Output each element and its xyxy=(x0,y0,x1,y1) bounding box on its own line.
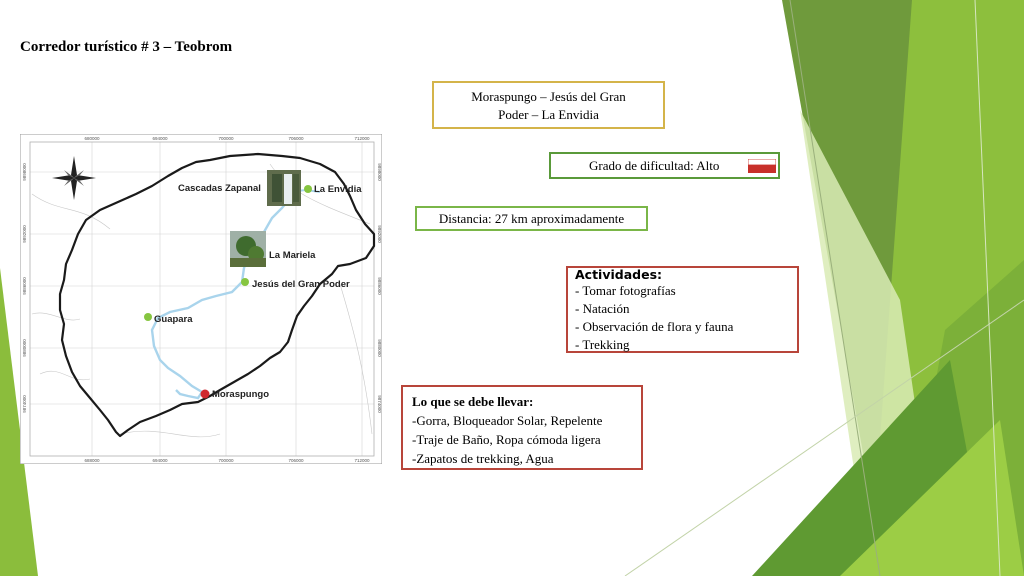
left-ticks: 9898000 9892000 9886000 9880000 9874000 xyxy=(22,163,27,413)
left-tick: 9892000 xyxy=(22,225,27,243)
label-envidia: La Envidia xyxy=(314,184,362,195)
label-guapara: Guapara xyxy=(154,314,193,325)
map-inner-frame xyxy=(29,141,375,457)
activity-item: - Trekking xyxy=(575,337,630,352)
carry-item: -Zapatos de trekking, Agua xyxy=(412,451,554,466)
slide-title: Corredor turístico # 3 – Teobrom xyxy=(20,39,233,55)
right-tick: 9886000 xyxy=(377,277,382,295)
top-tick: 680000 xyxy=(84,136,100,141)
bottom-tick: 694000 xyxy=(152,458,168,463)
right-tick: 9892000 xyxy=(377,225,382,243)
mariela-photo xyxy=(230,231,266,267)
top-tick: 706000 xyxy=(288,136,304,141)
label-jesus: Jesús del Gran Poder xyxy=(252,279,350,290)
thin-line-3 xyxy=(974,0,1001,576)
route-box: Moraspungo – Jesús del Gran Poder – La E… xyxy=(432,81,665,129)
label-cascadas: Cascadas Zapanal xyxy=(178,183,261,194)
distance-box: Distancia: 27 km aproximadamente xyxy=(415,206,648,231)
point-moraspungo xyxy=(200,389,210,399)
label-moraspungo: Moraspungo xyxy=(212,389,269,400)
label-mariela: La Mariela xyxy=(269,250,316,261)
bottom-tick: 688000 xyxy=(84,458,100,463)
carry-heading: Lo que se debe llevar: xyxy=(412,394,534,409)
left-tick: 9880000 xyxy=(22,339,27,357)
route-line-1: Moraspungo – Jesús del Gran xyxy=(471,89,626,104)
cascadas-photo xyxy=(267,170,301,206)
route-map: Cascadas Zapanal La Envidia La Mariela J… xyxy=(20,134,382,464)
point-envidia xyxy=(304,185,312,193)
difficulty-text: Grado de dificultad: Alto xyxy=(589,158,720,173)
right-tick: 9880000 xyxy=(377,339,382,357)
thin-line-2 xyxy=(624,299,1024,576)
bottom-tick: 706000 xyxy=(288,458,304,463)
point-jesus xyxy=(241,278,249,286)
left-tick: 9886000 xyxy=(22,277,27,295)
bottom-tick: 712000 xyxy=(354,458,370,463)
carry-item: -Gorra, Bloqueador Solar, Repelente xyxy=(412,413,603,428)
thin-line-1 xyxy=(789,0,881,576)
right-tick: 9874000 xyxy=(377,395,382,413)
bottom-tick: 700000 xyxy=(218,458,234,463)
route-line-2: Poder – La Envidia xyxy=(498,107,599,122)
left-green-stripe xyxy=(0,268,38,576)
top-tick: 700000 xyxy=(218,136,234,141)
point-guapara xyxy=(144,313,152,321)
top-tick: 694000 xyxy=(152,136,168,141)
carry-item: -Traje de Baño, Ropa cómoda ligera xyxy=(412,432,601,447)
activities-box: Actividades: - Tomar fotografías - Natac… xyxy=(566,266,799,353)
right-ticks: 9898000 9892000 9886000 9880000 9874000 xyxy=(377,163,382,413)
activities-heading: Actividades: xyxy=(575,267,663,282)
left-tick: 9898000 xyxy=(22,163,27,181)
bottom-bright-wedge xyxy=(840,420,1024,576)
activity-item: - Tomar fotografías xyxy=(575,283,676,298)
map-frame xyxy=(20,134,382,464)
difficulty-flag-icon xyxy=(748,159,776,173)
activity-item: - Observación de flora y fauna xyxy=(575,319,734,334)
left-tick: 9874000 xyxy=(22,395,27,413)
top-tick: 712000 xyxy=(354,136,370,141)
map-grid xyxy=(30,142,374,456)
right-tick: 9898000 xyxy=(377,163,382,181)
route-boundary xyxy=(58,152,376,438)
top-ticks: 680000 694000 700000 706000 712000 xyxy=(84,136,370,141)
activity-item: - Natación xyxy=(575,301,630,316)
compass-icon xyxy=(52,156,96,200)
bottom-ticks: 688000 694000 700000 706000 712000 xyxy=(84,458,370,463)
carry-box: Lo que se debe llevar: -Gorra, Bloqueado… xyxy=(401,385,643,470)
difficulty-box: Grado de dificultad: Alto xyxy=(549,152,780,179)
